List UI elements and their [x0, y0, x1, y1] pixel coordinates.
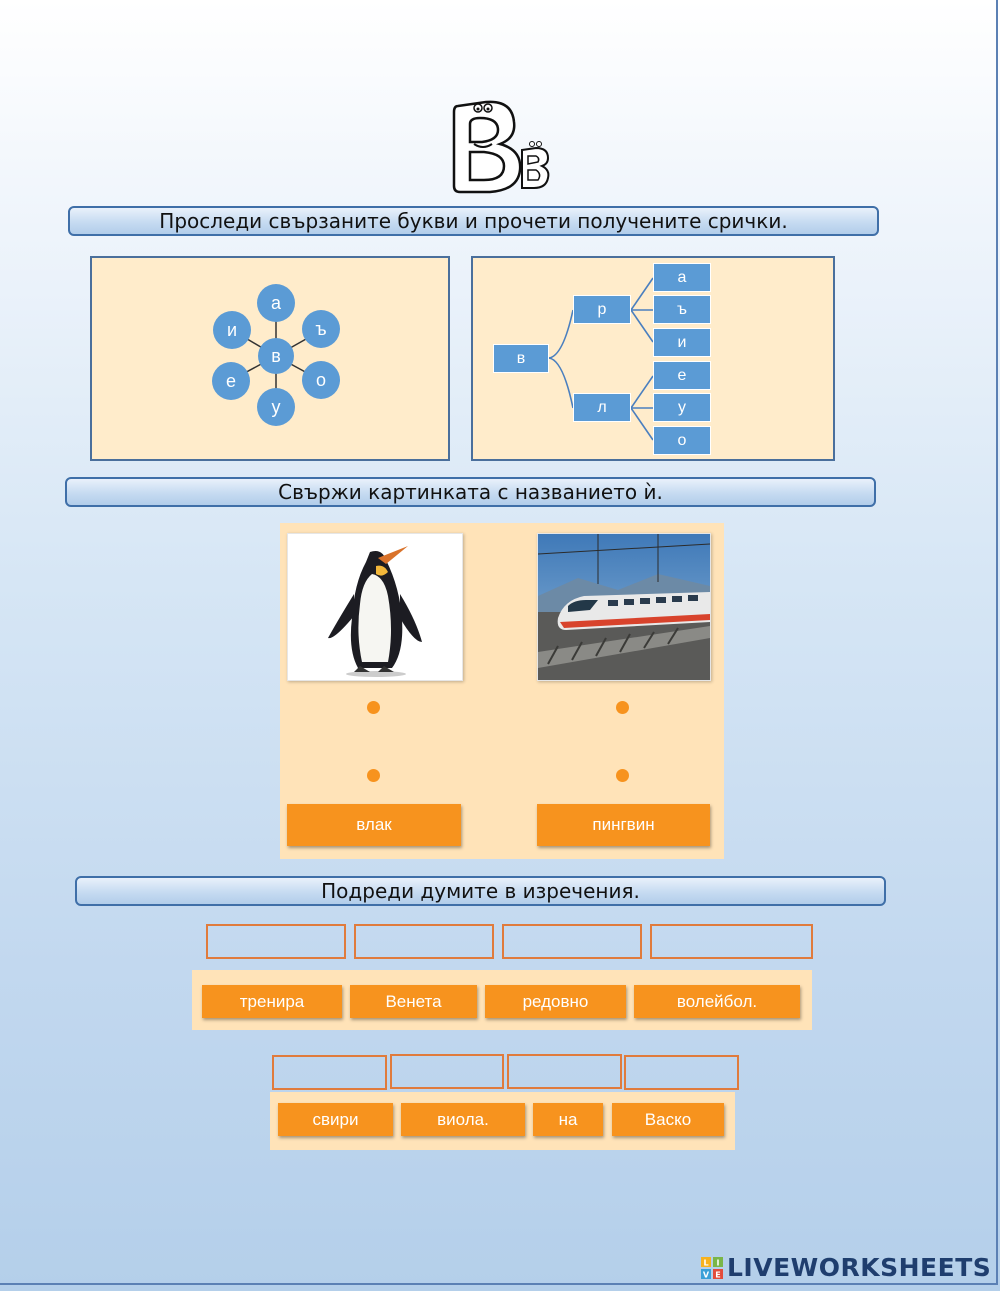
syllable-tree-panel: в р л а ъ и е у о: [471, 256, 835, 461]
tree-leaf-node: ъ: [653, 295, 711, 324]
wheel-center-node: в: [258, 338, 294, 374]
task2-title: Свържи картинката с названието ѝ.: [278, 480, 663, 504]
tree-leaf-node: о: [653, 426, 711, 455]
tree-connector-lines: [548, 277, 654, 441]
letter-wheel-panel: в а ъ о у е и: [90, 256, 450, 461]
match-dot-image-1[interactable]: [367, 701, 380, 714]
sentence1-word[interactable]: редовно: [485, 985, 626, 1018]
tree-leaf-node: а: [653, 263, 711, 292]
letter-v-cartoon-icon: [452, 100, 550, 194]
match-word-button[interactable]: пингвин: [537, 804, 710, 846]
logo-letter: E: [715, 1270, 720, 1279]
sentence1-slot[interactable]: [502, 924, 642, 959]
wheel-node: у: [257, 388, 295, 426]
task1-banner: Проследи свързаните букви и прочети полу…: [68, 206, 879, 236]
wheel-node: о: [302, 361, 340, 399]
logo-letter: L: [703, 1258, 708, 1267]
task3-title: Подреди думите в изречения.: [321, 879, 640, 903]
sentence2-slot[interactable]: [624, 1055, 739, 1090]
logo-brand-text: LIVEWORKSHEETS: [727, 1253, 992, 1282]
sentence1-slot[interactable]: [206, 924, 346, 959]
live-cube-icon: L I V E: [701, 1256, 723, 1279]
task2-banner: Свържи картинката с названието ѝ.: [65, 477, 876, 507]
logo-letter: I: [717, 1258, 720, 1267]
train-icon: [538, 534, 710, 680]
match-word-button[interactable]: влак: [287, 804, 461, 846]
sentence1-slot[interactable]: [650, 924, 813, 959]
tree-leaf-node: у: [653, 393, 711, 422]
sentence2-word[interactable]: виола.: [401, 1103, 525, 1136]
train-image: [537, 533, 711, 681]
tree-leaf-node: е: [653, 361, 711, 390]
sentence2-word[interactable]: Васко: [612, 1103, 724, 1136]
task3-banner: Подреди думите в изречения.: [75, 876, 886, 906]
penguin-icon: [288, 534, 462, 680]
sentence2-slot[interactable]: [390, 1054, 504, 1089]
tree-branch-node: л: [573, 393, 631, 422]
sentence2-slot[interactable]: [507, 1054, 622, 1089]
sentence2-word[interactable]: свири: [278, 1103, 393, 1136]
wheel-node: и: [213, 311, 251, 349]
wheel-node: е: [212, 362, 250, 400]
match-dot-word-2[interactable]: [616, 769, 629, 782]
tree-branch-node: р: [573, 295, 631, 324]
sentence1-word[interactable]: Венета: [350, 985, 477, 1018]
wheel-node: ъ: [302, 310, 340, 348]
wheel-node: а: [257, 284, 295, 322]
sentence1-word[interactable]: волейбол.: [634, 985, 800, 1018]
liveworksheets-logo[interactable]: L I V E LIVEWORKSHEETS: [700, 1253, 991, 1282]
tree-leaf-node: и: [653, 328, 711, 357]
sentence2-slot[interactable]: [272, 1055, 387, 1090]
sentence1-slot[interactable]: [354, 924, 494, 959]
task1-title: Проследи свързаните букви и прочети полу…: [159, 209, 788, 233]
sentence1-word[interactable]: тренира: [202, 985, 342, 1018]
sentence2-word[interactable]: на: [533, 1103, 603, 1136]
logo-letter: V: [703, 1270, 710, 1279]
tree-root-node: в: [493, 344, 549, 373]
match-dot-word-1[interactable]: [367, 769, 380, 782]
match-dot-image-2[interactable]: [616, 701, 629, 714]
penguin-image: [287, 533, 463, 681]
